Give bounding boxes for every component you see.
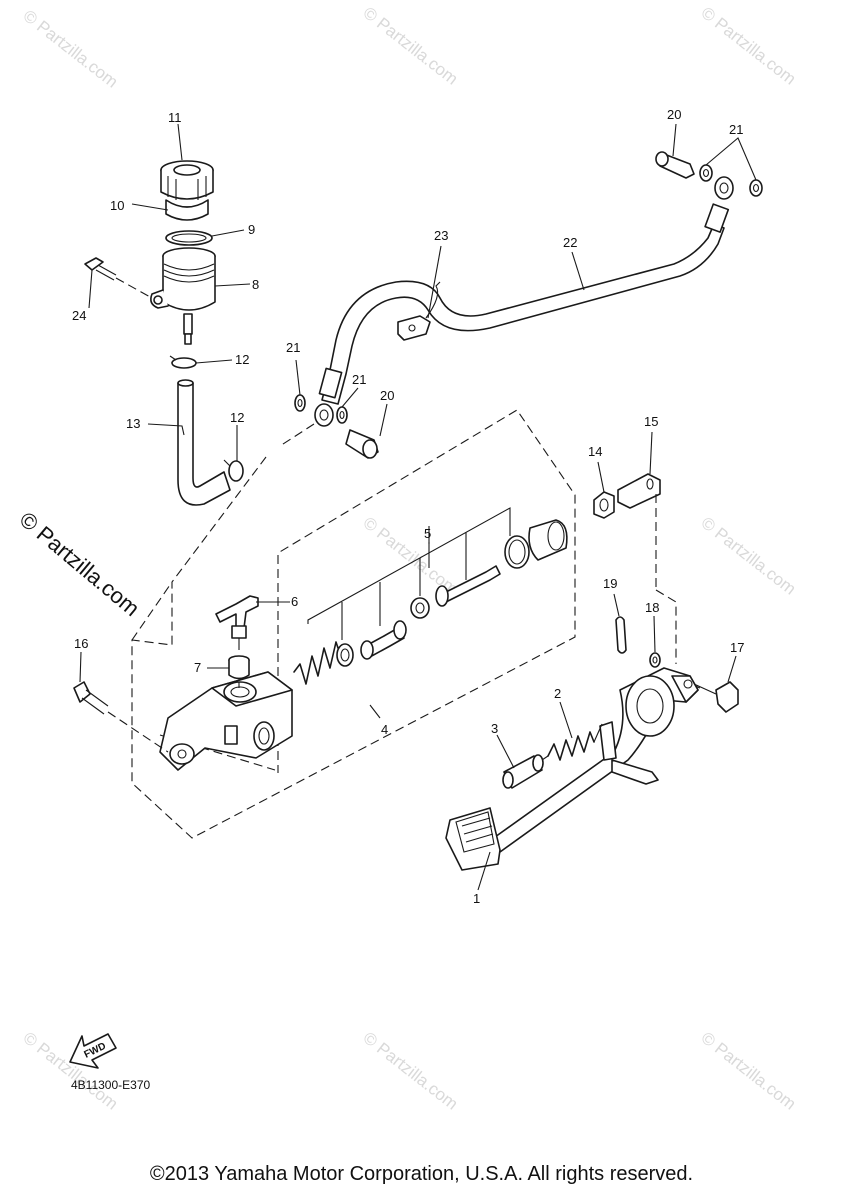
callout-7: 7 (194, 660, 201, 675)
callout-13: 13 (126, 416, 140, 431)
master-cylinder (73, 595, 293, 771)
callout-20: 20 (380, 388, 394, 403)
fwd-arrow: FWD (69, 1033, 117, 1069)
callout-1: 1 (473, 891, 480, 906)
callout-20: 20 (667, 107, 681, 122)
watermark: © Partzilla.com (698, 3, 800, 89)
callout-21: 21 (286, 340, 300, 355)
callout-4: 4 (381, 722, 388, 737)
brake-hose (279, 151, 763, 459)
watermark: © Partzilla.com (698, 513, 800, 599)
leader-lines (79, 123, 757, 891)
callout-19: 19 (603, 576, 617, 591)
callout-14: 14 (588, 444, 602, 459)
callout-21: 21 (352, 372, 366, 387)
watermark-large: © Partzilla.com (15, 507, 145, 621)
callout-3: 3 (491, 721, 498, 736)
reservoir-hose (177, 382, 231, 506)
callout-2: 2 (554, 686, 561, 701)
callout-10: 10 (110, 198, 124, 213)
callout-12: 12 (230, 410, 244, 425)
watermark: © Partzilla.com (20, 6, 122, 92)
diagram-code: 4B11300-E370 (71, 1078, 151, 1092)
watermark: © Partzilla.com (360, 3, 462, 89)
reservoir-tank (84, 160, 216, 345)
hose-clip (169, 355, 244, 482)
copyright-notice: ©2013 Yamaha Motor Corporation, U.S.A. A… (149, 1163, 694, 1185)
callout-18: 18 (645, 600, 659, 615)
callout-17: 17 (730, 640, 744, 655)
master-cylinder-kit (293, 507, 568, 685)
watermark: © Partzilla.com (360, 513, 462, 599)
callout-9: 9 (248, 222, 255, 237)
callout-12: 12 (235, 352, 249, 367)
callout-21: 21 (729, 122, 743, 137)
assembly-outline (131, 409, 576, 839)
callout-5: 5 (424, 526, 431, 541)
watermark: © Partzilla.com (698, 1028, 800, 1114)
callout-11: 11 (168, 110, 182, 125)
callout-15: 15 (644, 414, 658, 429)
watermark: © Partzilla.com (360, 1028, 462, 1114)
callout-16: 16 (74, 636, 88, 651)
callout-6: 6 (291, 594, 298, 609)
callout-24: 24 (72, 308, 86, 323)
callout-23: 23 (434, 228, 448, 243)
brake-pedal-assembly (445, 473, 739, 871)
callout-8: 8 (252, 277, 259, 292)
callout-22: 22 (563, 235, 577, 250)
callout-labels: 11 10 9 8 24 12 13 12 6 7 16 5 4 14 15 1… (72, 107, 744, 906)
